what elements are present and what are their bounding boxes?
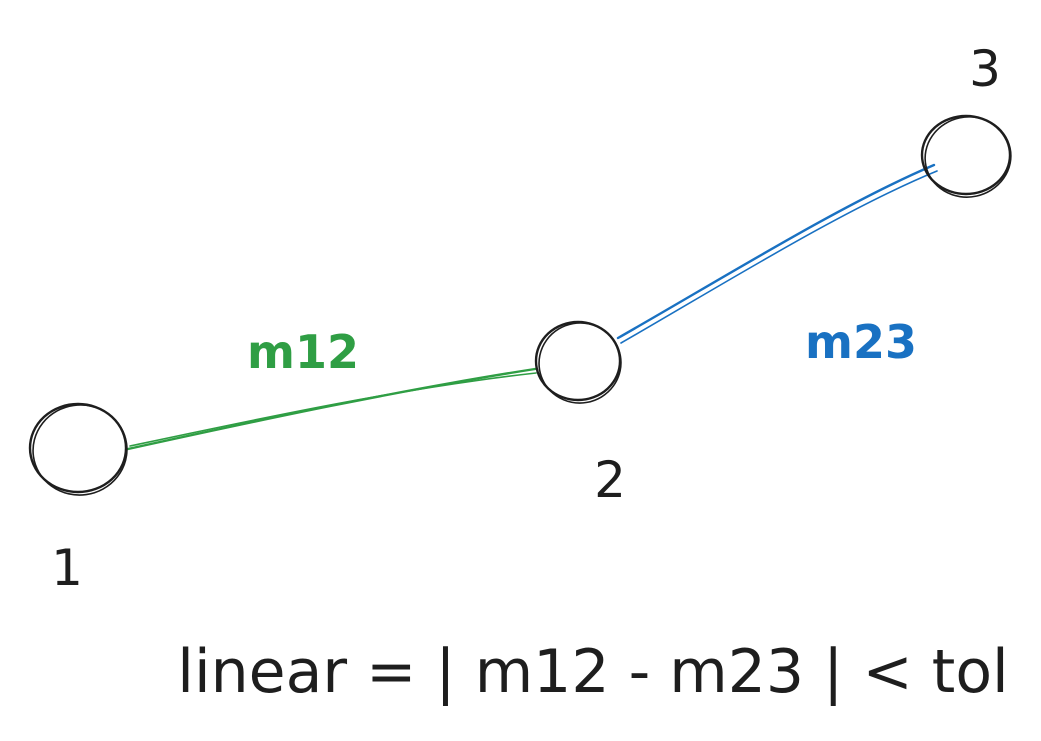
- node-2-label: 2: [594, 451, 626, 509]
- node-1-label: 1: [51, 539, 83, 597]
- node-1-circle-sketch: [32, 404, 128, 496]
- node-1: [28, 402, 128, 496]
- edge-m12-stroke: [126, 367, 537, 451]
- node-3-label: 3: [969, 40, 1001, 98]
- edge-m23-stroke: [616, 163, 936, 340]
- edge-m12-stroke-2: [129, 372, 537, 447]
- node-2-circle: [534, 320, 622, 402]
- edge-m23-label: m23: [805, 315, 917, 369]
- edge-m12-label: m12: [247, 325, 359, 379]
- node-2-circle-sketch: [538, 322, 622, 404]
- node-2: [534, 320, 622, 404]
- node-3-circle: [920, 114, 1012, 196]
- node-1-circle: [28, 402, 128, 494]
- edge-m23-stroke-2: [620, 170, 938, 344]
- node-3: [920, 114, 1012, 198]
- formula-text: linear = | m12 - m23 | < tol: [177, 637, 1008, 707]
- edge-m12: [126, 367, 537, 451]
- node-3-circle-sketch: [924, 116, 1012, 198]
- edge-m23: [616, 163, 938, 344]
